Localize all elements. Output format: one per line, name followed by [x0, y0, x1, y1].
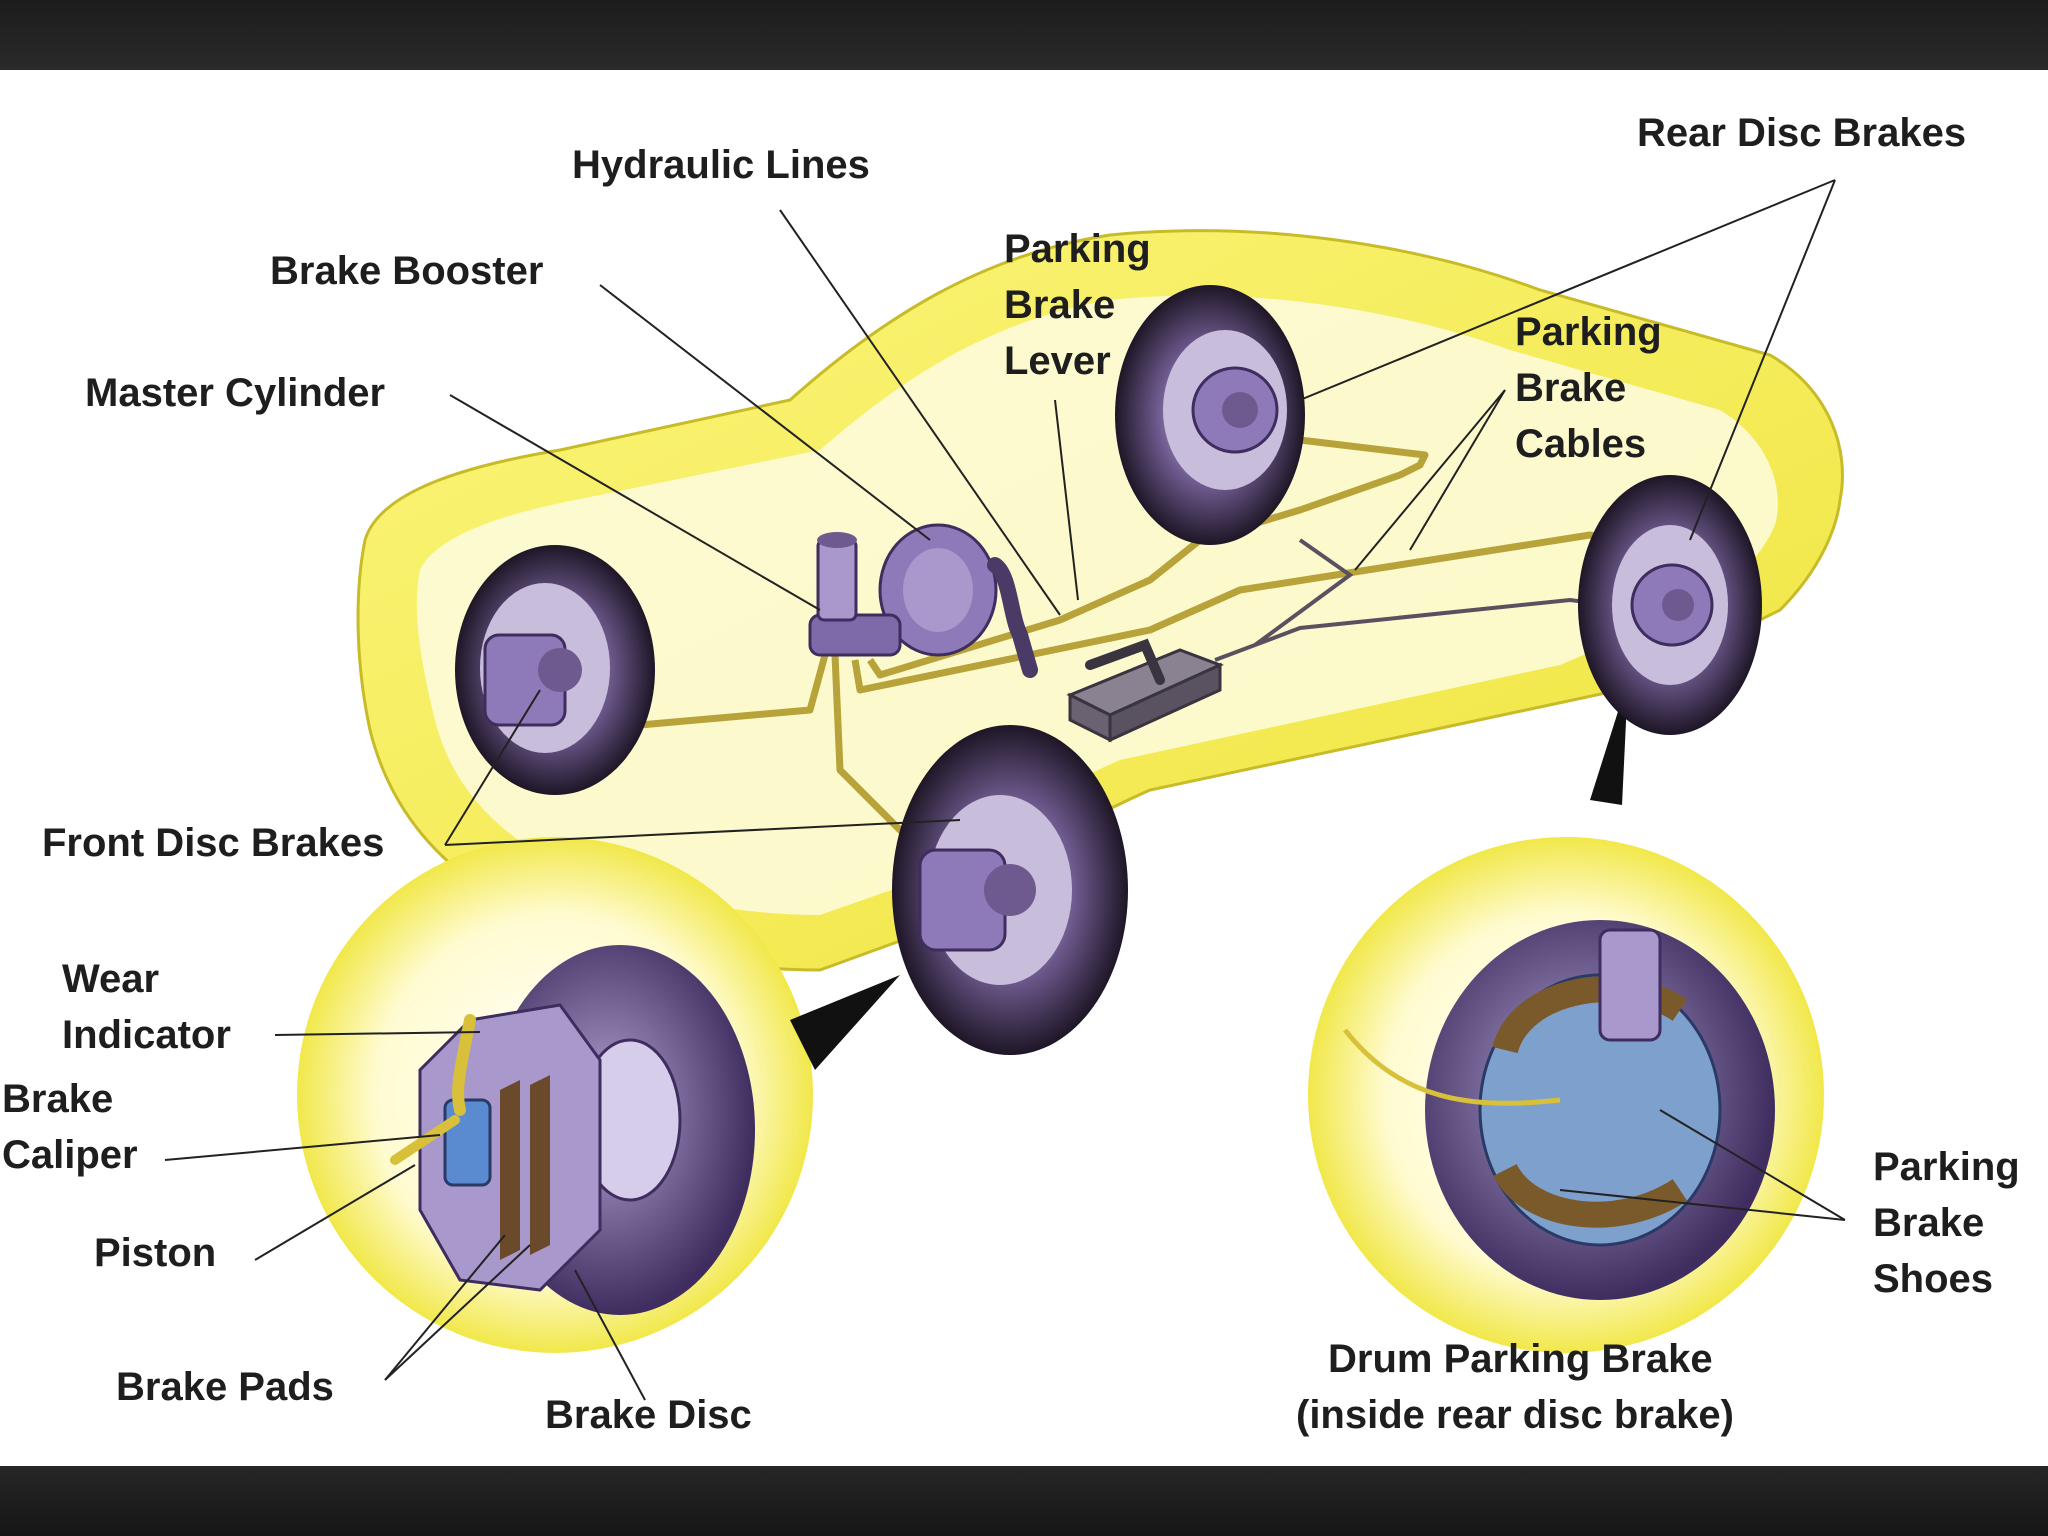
top-frame-band [0, 0, 2048, 70]
label-parking-brake-lever-line1: Parking [1004, 227, 1151, 271]
label-parking-brake-shoes-line2: Brake [1873, 1201, 1984, 1245]
brake-system-diagram: Hydraulic Lines Rear Disc Brakes Brake B… [0, 70, 2048, 1466]
front-left-wheel [455, 545, 655, 795]
label-rear-disc-brakes: Rear Disc Brakes [1637, 111, 1966, 155]
front-brake-detail-parts [390, 945, 755, 1315]
label-drum-parking-brake-line1: Drum Parking Brake [1328, 1337, 1713, 1381]
label-drum-parking-brake-line2: (inside rear disc brake) [1296, 1393, 1734, 1437]
rear-left-wheel [1115, 285, 1305, 545]
label-piston: Piston [94, 1231, 216, 1275]
label-hydraulic-lines: Hydraulic Lines [572, 143, 870, 187]
label-parking-brake-cables-line3: Cables [1515, 422, 1646, 466]
front-right-wheel [892, 725, 1128, 1055]
label-brake-pads: Brake Pads [116, 1365, 334, 1409]
label-parking-brake-shoes-line3: Shoes [1873, 1257, 1993, 1301]
parking-brake-lever [1066, 638, 1224, 743]
master-cylinder-and-booster [808, 523, 1038, 678]
front-zoom-pointer [790, 975, 900, 1070]
label-front-disc-brakes: Front Disc Brakes [42, 821, 384, 865]
label-parking-brake-shoes-line1: Parking [1873, 1145, 2020, 1189]
label-wear-indicator-line1: Wear [62, 957, 159, 1001]
label-parking-brake-cables-line2: Brake [1515, 366, 1626, 410]
rear-right-wheel [1578, 475, 1762, 735]
label-parking-brake-lever-line3: Lever [1004, 339, 1111, 383]
label-parking-brake-cables-line1: Parking [1515, 310, 1662, 354]
label-parking-brake-lever-line2: Brake [1004, 283, 1115, 327]
label-wear-indicator-line2: Indicator [62, 1013, 231, 1057]
label-brake-caliper-line2: Caliper [2, 1133, 138, 1177]
diagram-svg: Hydraulic Lines Rear Disc Brakes Brake B… [2, 111, 2020, 1437]
label-brake-booster: Brake Booster [270, 249, 543, 293]
bottom-frame-band [0, 1466, 2048, 1536]
label-brake-caliper-line1: Brake [2, 1077, 113, 1121]
leader-lines-group [164, 179, 1846, 1401]
label-brake-disc: Brake Disc [545, 1393, 752, 1437]
label-master-cylinder: Master Cylinder [85, 371, 385, 415]
drum-brake-detail-parts [1343, 920, 1775, 1300]
